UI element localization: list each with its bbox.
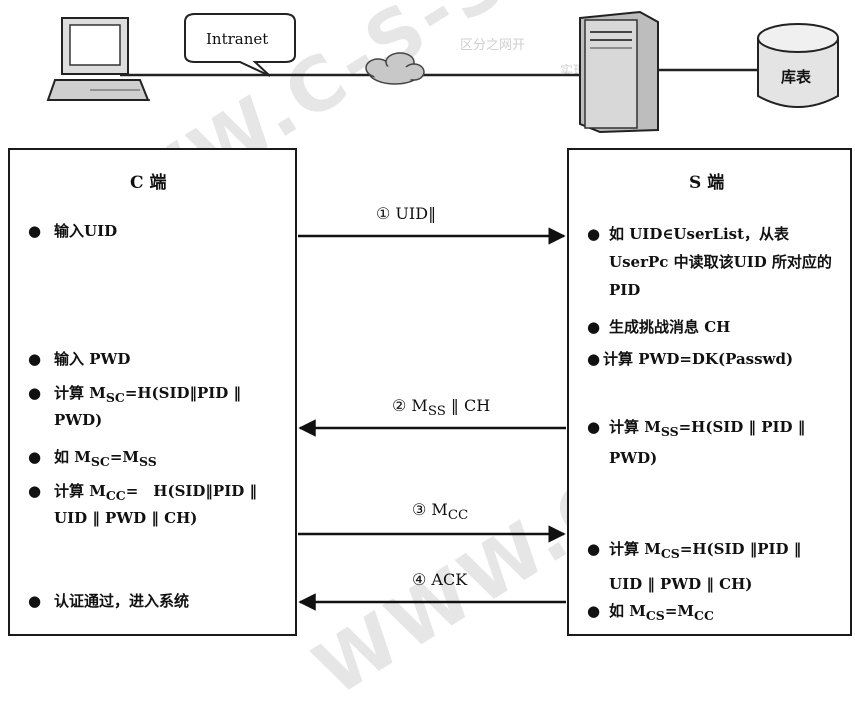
server-step-compute-pwd: ● 计算 PWD=DK(Passwd)	[587, 348, 843, 370]
client-panel: C 端 ● 输入UID ● 输入 PWD ● 计算 MSC=H(SID‖PID …	[8, 148, 297, 636]
server-step-compute-mss: ● 计算 MSS=H(SID ‖ PID ‖ PWD)	[587, 414, 827, 471]
bullet-icon: ●	[28, 482, 42, 500]
client-step-input-pwd: ● 输入 PWD	[28, 348, 288, 370]
bullet-icon: ●	[587, 540, 601, 558]
database-label: 库表	[781, 68, 812, 86]
server-step-text: 生成挑战消息 CH	[609, 318, 731, 336]
bullet-icon: ●	[587, 350, 601, 368]
intranet-label: Intranet	[206, 30, 269, 48]
message-4-label: ④ ACK	[412, 570, 468, 589]
computer-icon	[46, 17, 150, 101]
client-step-compare: ● 如 MSC=MSS	[28, 446, 288, 473]
client-step-text: 如 MSC=MSS	[54, 448, 157, 469]
intranet-bubble	[184, 13, 296, 77]
message-1-label: ① UID‖	[376, 204, 437, 223]
bullet-icon: ●	[587, 418, 601, 436]
server-step-text: 计算 MSS=H(SID ‖ PID ‖ PWD)	[609, 418, 806, 467]
message-2-label: ② MSS ‖ CH	[392, 396, 491, 420]
client-step-input-uid: ● 输入UID	[28, 220, 288, 242]
server-step-lookup-pid: ● 如 UID∈UserList，从表 UserPc 中读取该UID 所对应的 …	[587, 220, 843, 304]
server-step-text: 如 MCS=MCC	[609, 602, 714, 623]
server-step-text: 如 UID∈UserList，从表 UserPc 中读取该UID 所对应的 PI…	[609, 225, 832, 299]
client-title: C 端	[130, 173, 167, 193]
client-step-compute-mcc: ● 计算 MCC= H(SID‖PID ‖ UID ‖ PWD ‖ CH)	[28, 480, 280, 529]
server-step-text: 计算 MCS=H(SID ‖PID ‖ UID ‖ PWD ‖ CH)	[609, 540, 802, 593]
message-arrows	[298, 227, 566, 611]
message-3-label: ③ MCC	[412, 500, 469, 524]
server-step-gen-challenge: ● 生成挑战消息 CH	[587, 316, 843, 338]
cloud-icon	[365, 52, 425, 85]
server-step-compare: ● 如 MCS=MCC	[587, 600, 843, 627]
background-scan-text: 区分之网开	[460, 38, 526, 53]
client-step-auth-pass: ● 认证通过，进入系统	[28, 590, 288, 612]
client-step-text: 计算 MSC=H(SID‖PID ‖ PWD)	[54, 384, 242, 429]
bullet-icon: ●	[587, 602, 601, 620]
database-icon	[757, 23, 839, 108]
bullet-icon: ●	[587, 225, 601, 243]
bullet-icon: ●	[28, 592, 42, 610]
client-step-text: 输入UID	[54, 222, 118, 240]
server-step-text: 计算 PWD=DK(Passwd)	[603, 350, 794, 368]
bullet-icon: ●	[28, 384, 42, 402]
bullet-icon: ●	[587, 318, 601, 336]
network-illustration	[46, 10, 839, 134]
server-icon	[579, 10, 659, 134]
server-step-compute-mcs: ● 计算 MCS=H(SID ‖PID ‖ UID ‖ PWD ‖ CH)	[587, 534, 827, 599]
server-panel: S 端 ● 如 UID∈UserList，从表 UserPc 中读取该UID 所…	[567, 148, 852, 636]
client-step-text: 认证通过，进入系统	[54, 592, 190, 610]
client-step-text: 输入 PWD	[54, 350, 131, 368]
client-step-compute-msc: ● 计算 MSC=H(SID‖PID ‖ PWD)	[28, 382, 268, 431]
bullet-icon: ●	[28, 222, 42, 240]
bullet-icon: ●	[28, 448, 42, 466]
client-step-text: 计算 MCC= H(SID‖PID ‖ UID ‖ PWD ‖ CH)	[54, 482, 257, 527]
server-title: S 端	[689, 173, 725, 193]
bullet-icon: ●	[28, 350, 42, 368]
